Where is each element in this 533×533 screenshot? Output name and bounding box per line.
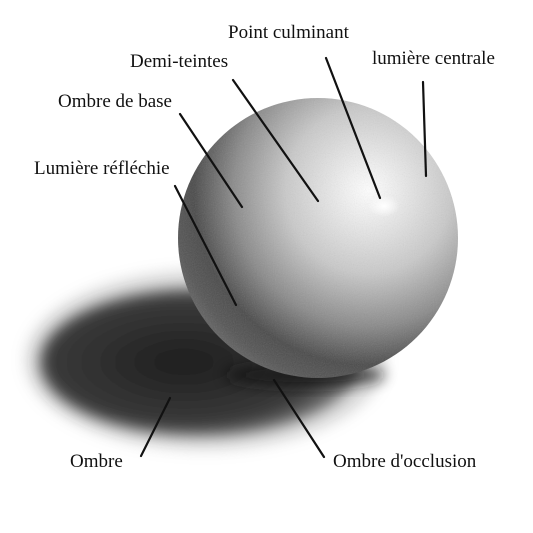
label-lumiere-reflechie: Lumière réfléchie (34, 158, 170, 179)
pointer-lumiere-centrale (421, 80, 428, 178)
pointer-lumiere-reflechie (173, 184, 238, 307)
pointer-point-culminant (324, 56, 382, 200)
pointer-demi-teintes (231, 78, 320, 203)
highlight-spot (368, 195, 400, 217)
sphere-grain (178, 98, 458, 378)
pointer-ombre-occlusion (272, 378, 326, 459)
label-ombre-occlusion: Ombre d'occlusion (333, 451, 477, 472)
pointer-ombre (139, 396, 172, 458)
label-lumiere-centrale: lumière centrale (372, 48, 495, 69)
pointer-ombre-de-base (178, 112, 244, 209)
label-ombre-de-base: Ombre de base (58, 91, 172, 112)
label-demi-teintes: Demi-teintes (130, 51, 229, 72)
label-point-culminant: Point culminant (228, 22, 349, 43)
label-ombre: Ombre (70, 451, 123, 472)
